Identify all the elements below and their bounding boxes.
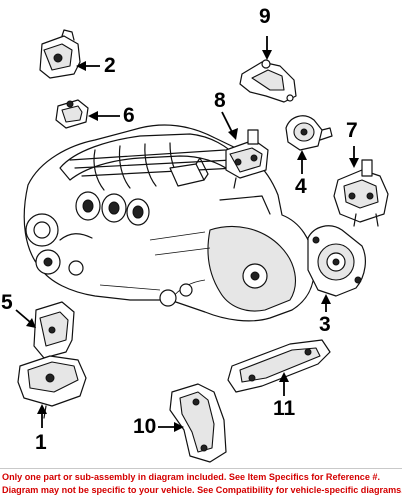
callout-8: 8 xyxy=(214,89,226,112)
callout-3: 3 xyxy=(319,313,331,336)
callout-4: 4 xyxy=(295,175,307,198)
part-4-mount-illustration xyxy=(285,115,333,151)
part-2-mount-illustration xyxy=(39,29,81,79)
part-7-mount-illustration xyxy=(333,159,389,227)
callout-1: 1 xyxy=(35,431,47,454)
callout-6: 6 xyxy=(123,104,135,127)
part-8-mount-illustration xyxy=(225,129,269,189)
callout-7: 7 xyxy=(346,119,358,142)
callout-5: 5 xyxy=(1,291,13,314)
part-11-crossmember-illustration xyxy=(227,339,331,393)
engine-assembly-illustration xyxy=(23,124,315,322)
part-5-bracket-illustration xyxy=(33,301,75,359)
part-10-bracket-illustration xyxy=(169,383,227,463)
callout-10: 10 xyxy=(133,415,157,438)
disclaimer-line-1: Only one part or sub-assembly in diagram… xyxy=(2,472,381,482)
disclaimer-line-2: Diagram may not be specific to your vehi… xyxy=(2,485,402,495)
part-9-bracket-illustration xyxy=(239,59,297,103)
callout-leaders xyxy=(15,36,359,432)
callout-9: 9 xyxy=(259,5,271,28)
part-6-bracket-illustration xyxy=(55,99,89,129)
disclaimer-banner: Only one part or sub-assembly in diagram… xyxy=(0,468,402,501)
parts-diagram: 1 2 3 4 5 6 7 8 9 10 11 xyxy=(1,5,389,463)
callout-2: 2 xyxy=(104,54,116,77)
part-3-mount-illustration xyxy=(307,225,366,297)
part-1-mount-illustration xyxy=(17,355,87,419)
callout-11: 11 xyxy=(273,397,296,420)
